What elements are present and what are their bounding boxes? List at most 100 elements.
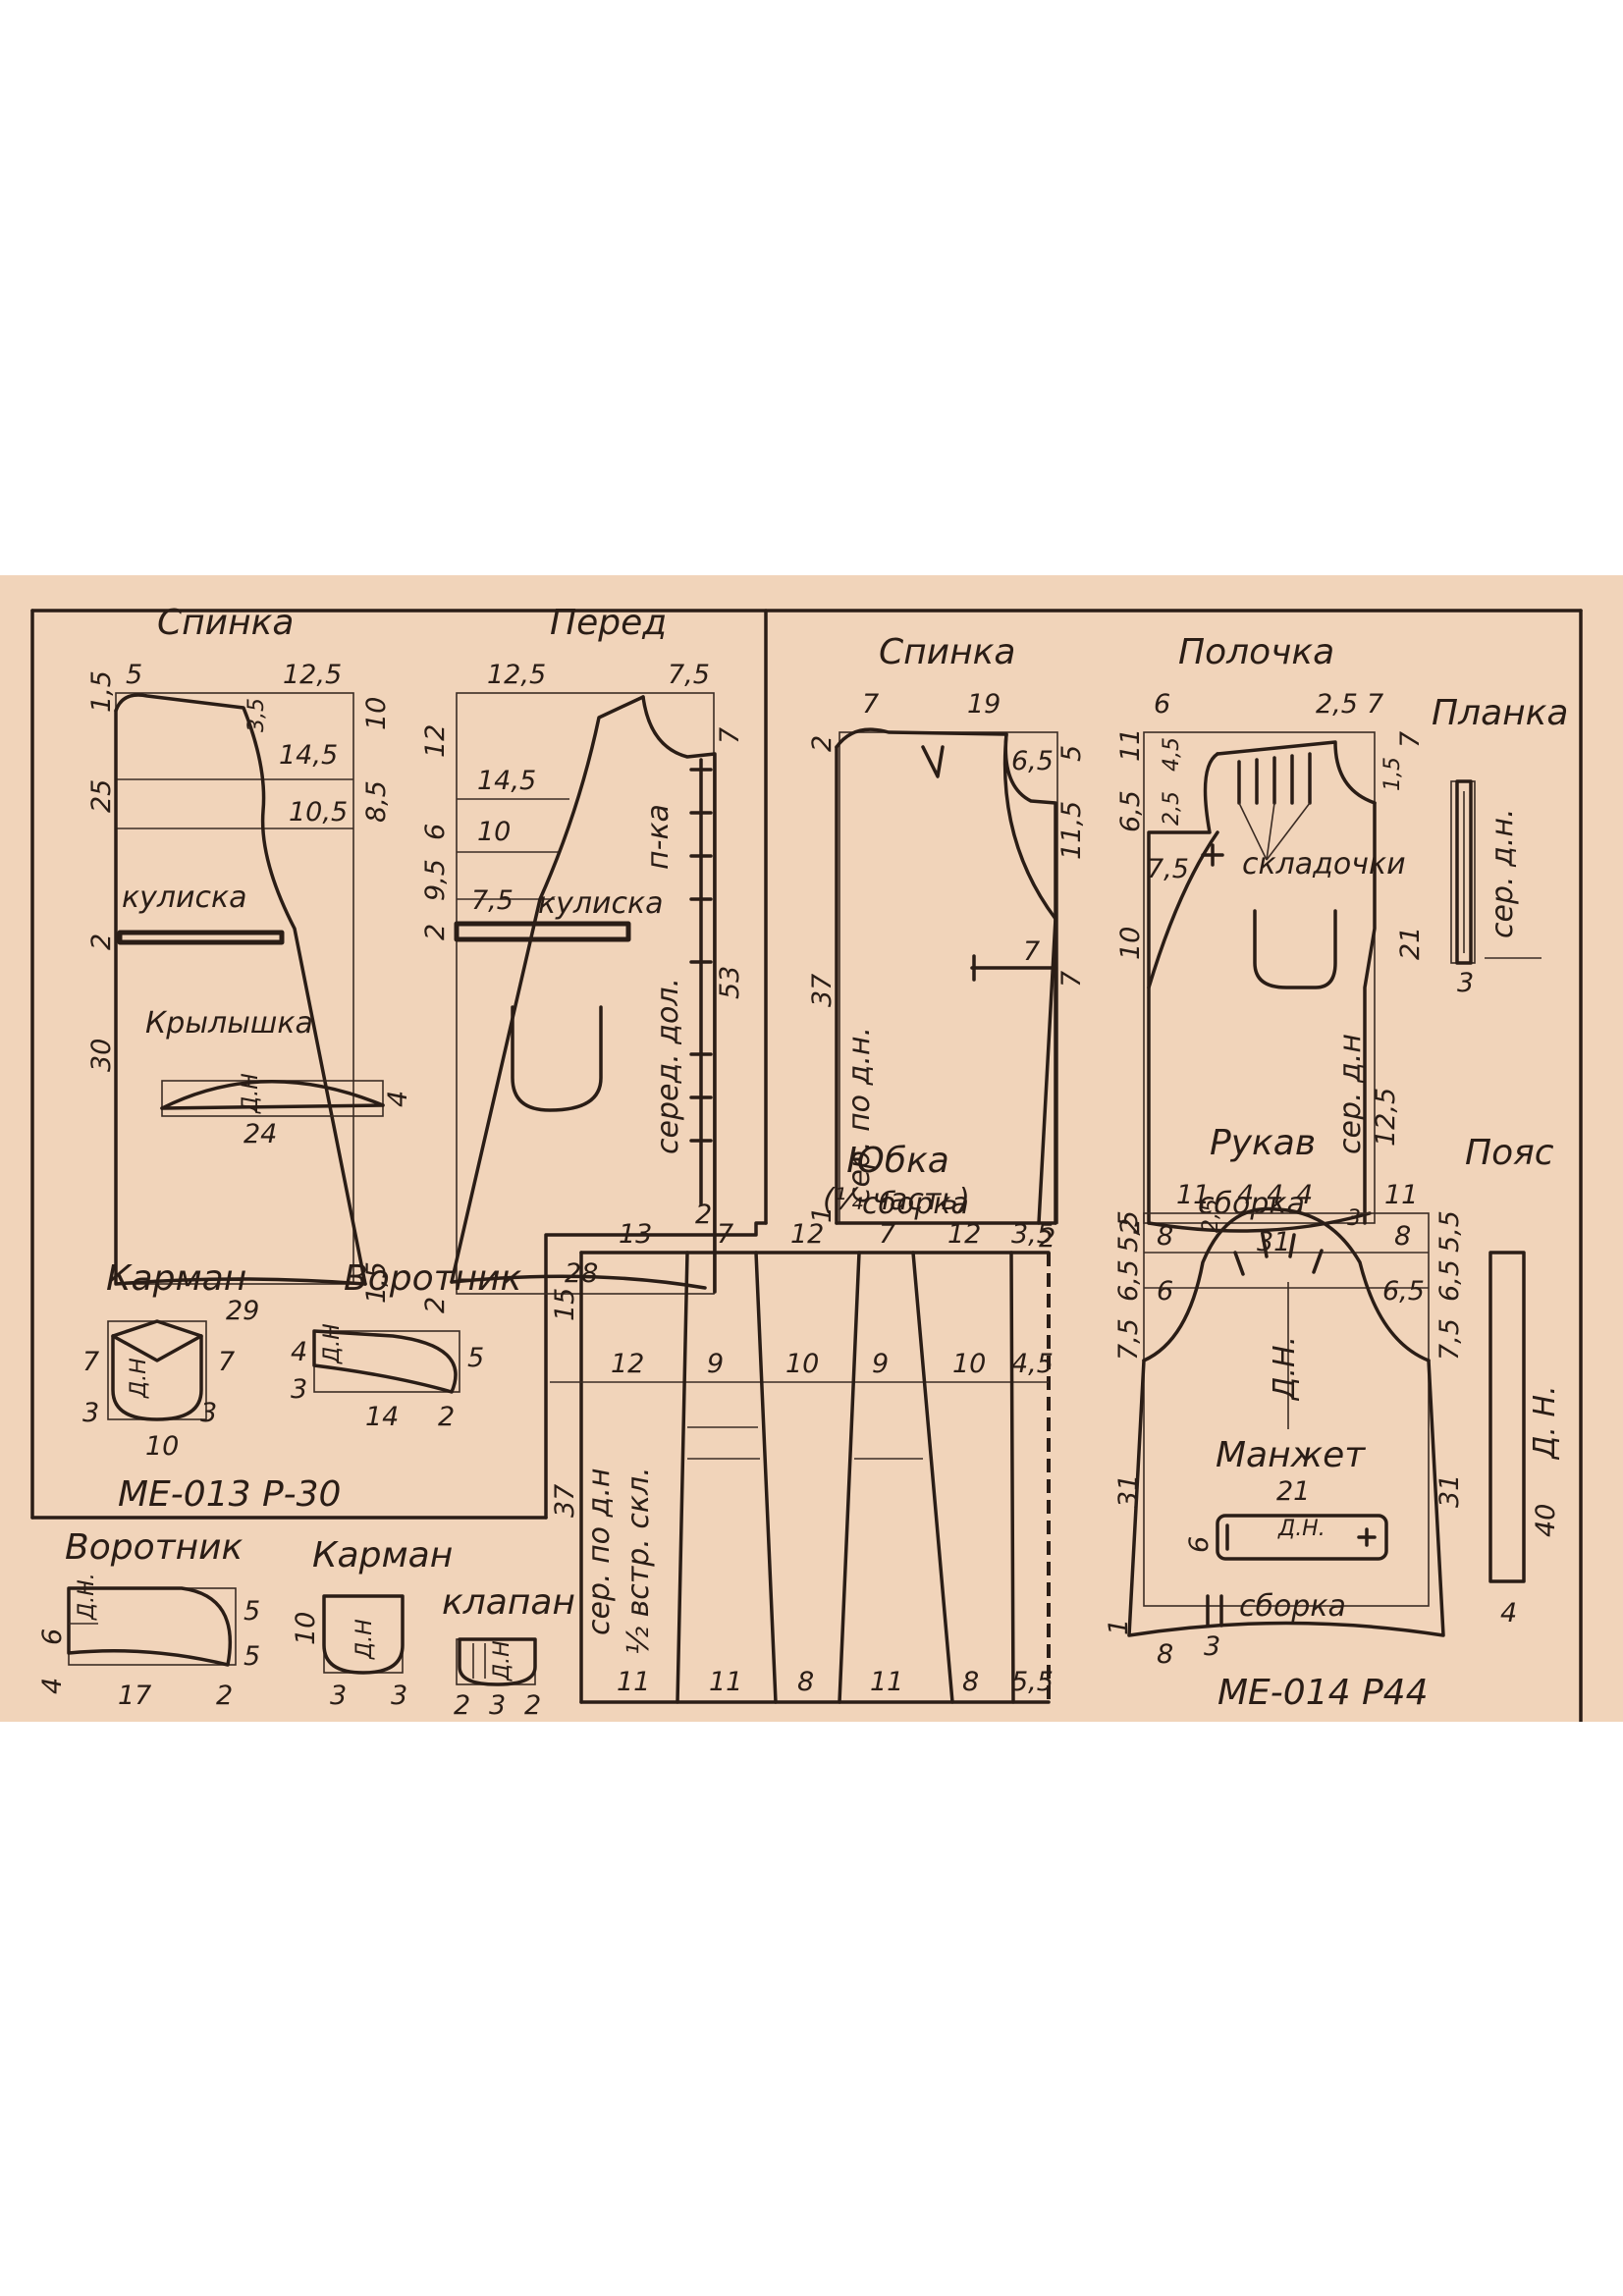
svg-text:2: 2	[1039, 1223, 1055, 1254]
svg-text:4,5: 4,5	[1011, 1349, 1054, 1379]
svg-text:12: 12	[790, 1219, 824, 1250]
svg-text:2: 2	[420, 924, 451, 940]
svg-text:14,5: 14,5	[279, 740, 338, 771]
extra-collar-title: Воротник	[65, 1527, 243, 1568]
svg-text:40: 40	[1531, 1504, 1561, 1537]
svg-text:7,5: 7,5	[1113, 1318, 1144, 1361]
svg-text:сер. по д.н.: сер. по д.н.	[842, 1027, 877, 1203]
extra-flap-piece: клапан Д.Н 2 3 2	[442, 1582, 575, 1721]
svg-text:10,5: 10,5	[289, 797, 348, 828]
svg-text:6: 6	[1157, 1276, 1173, 1307]
svg-text:9: 9	[872, 1349, 889, 1379]
extra-flap-outline	[458, 1637, 537, 1686]
svg-text:11: 11	[1384, 1180, 1418, 1210]
right-sleeve-box	[1143, 1212, 1430, 1607]
svg-text:7: 7	[1367, 689, 1383, 720]
svg-text:4: 4	[37, 1678, 68, 1694]
svg-text:3: 3	[489, 1690, 506, 1721]
svg-text:5,5: 5,5	[1011, 1667, 1054, 1697]
left-front-drawstring-label: кулиска	[538, 886, 664, 921]
svg-text:29: 29	[226, 1296, 259, 1326]
left-pocket-title: Карман	[106, 1258, 246, 1299]
left-front-piece: Перед кулиска п-ка серед. дол. 12,5 7,5 …	[420, 603, 745, 1313]
svg-text:3,5: 3,5	[1011, 1219, 1054, 1250]
svg-text:4: 4	[291, 1337, 307, 1367]
svg-text:37: 37	[807, 974, 838, 1007]
pattern-drawing: Спинка кулиска Крылышка 5 12,5 1,5 25 3,…	[30, 603, 1583, 1722]
svg-text:3: 3	[1204, 1631, 1220, 1662]
right-back-piece: Спинка сборка сер. по д.н. 7 19 2 6,5 5 …	[807, 632, 1087, 1254]
left-wings-box	[161, 1080, 384, 1117]
svg-text:7,5: 7,5	[1434, 1318, 1465, 1361]
right-belt-title: Пояс	[1465, 1133, 1554, 1173]
svg-text:37: 37	[550, 1484, 580, 1518]
left-front-buttons	[689, 758, 713, 1205]
svg-text:4: 4	[1237, 1180, 1254, 1210]
svg-text:3: 3	[1457, 968, 1474, 998]
svg-text:31: 31	[1113, 1474, 1144, 1508]
svg-text:сер. по д.н: сер. по д.н	[582, 1468, 617, 1635]
svg-text:12,5: 12,5	[487, 660, 546, 690]
svg-text:7: 7	[82, 1347, 99, 1377]
right-skirt-piece: Юбка (¼ часть) сер. по д.н ½ встр. скл. …	[550, 1141, 1054, 1704]
divider-step	[544, 1221, 768, 1520]
left-front-title: Перед	[550, 603, 667, 643]
svg-text:12: 12	[947, 1219, 981, 1250]
svg-text:7: 7	[715, 727, 745, 744]
left-back-piece: Спинка кулиска Крылышка 5 12,5 1,5 25 3,…	[86, 603, 413, 1326]
svg-text:4: 4	[383, 1091, 413, 1107]
right-cuff-outline	[1216, 1514, 1388, 1561]
right-shelf-gathers-label: сборка	[1198, 1187, 1305, 1221]
right-placket-piece: Планка сер. д.н. 3	[1432, 693, 1568, 998]
right-skirt-subtitle: (¼ часть)	[823, 1183, 970, 1217]
right-shelf-pleats-label: складочки	[1242, 847, 1406, 881]
svg-text:2: 2	[216, 1681, 233, 1711]
svg-text:7: 7	[1395, 731, 1426, 748]
svg-text:2: 2	[807, 735, 838, 752]
svg-text:8,5: 8,5	[361, 780, 392, 823]
right-back-title: Спинка	[879, 632, 1015, 672]
svg-text:3: 3	[291, 1374, 307, 1405]
svg-text:2: 2	[1115, 1218, 1146, 1235]
svg-text:3,5: 3,5	[244, 698, 269, 732]
extra-pocket-outline	[322, 1594, 405, 1675]
svg-text:21: 21	[1276, 1476, 1310, 1507]
svg-text:10: 10	[361, 697, 392, 730]
svg-text:10: 10	[477, 817, 511, 847]
svg-text:5,5: 5,5	[1113, 1210, 1144, 1253]
right-belt-outline	[1488, 1251, 1526, 1583]
svg-text:5: 5	[243, 1596, 260, 1627]
svg-text:6,5: 6,5	[1011, 746, 1054, 776]
svg-text:11: 11	[870, 1667, 903, 1697]
svg-text:Д.Н.: Д.Н.	[1268, 1336, 1302, 1402]
left-pocket-outline	[111, 1319, 203, 1421]
left-back-wings-label: Крылышка	[145, 1006, 313, 1041]
svg-text:9: 9	[707, 1349, 724, 1379]
left-pocket-piece: Карман Д.Н 7 3 7 3 10	[82, 1258, 246, 1462]
left-front-outline	[641, 695, 717, 1294]
right-sleeve-body	[1127, 1359, 1445, 1637]
svg-text:10: 10	[785, 1349, 819, 1379]
svg-text:15: 15	[550, 1288, 580, 1321]
svg-text:6: 6	[1184, 1536, 1215, 1553]
svg-text:21: 21	[1395, 927, 1426, 960]
svg-text:3: 3	[391, 1681, 407, 1711]
svg-text:1,5: 1,5	[1380, 757, 1405, 791]
svg-text:9,5: 9,5	[420, 859, 451, 901]
svg-text:4,5: 4,5	[1160, 737, 1184, 772]
svg-text:6,5: 6,5	[1434, 1259, 1465, 1302]
svg-text:Д.Н: Д.Н	[490, 1640, 514, 1682]
right-sleeve-gathers-label: сборка	[1239, 1589, 1346, 1624]
svg-text:сер. д.н.: сер. д.н.	[1486, 809, 1520, 939]
right-shelf-outline	[1147, 752, 1219, 1225]
svg-text:7: 7	[218, 1347, 235, 1377]
svg-text:2: 2	[454, 1690, 470, 1721]
right-belt-piece: Пояс Д. Н. 40 4	[1465, 1133, 1562, 1629]
svg-text:6,5: 6,5	[1113, 1259, 1144, 1302]
extra-pocket-piece: Карман Д.Н 10 3 3	[291, 1535, 453, 1711]
svg-text:14,5: 14,5	[477, 766, 536, 796]
svg-text:4: 4	[1500, 1598, 1517, 1629]
left-back-box	[115, 692, 354, 1285]
svg-text:5: 5	[243, 1641, 260, 1672]
left-back-title: Спинка	[157, 603, 294, 643]
